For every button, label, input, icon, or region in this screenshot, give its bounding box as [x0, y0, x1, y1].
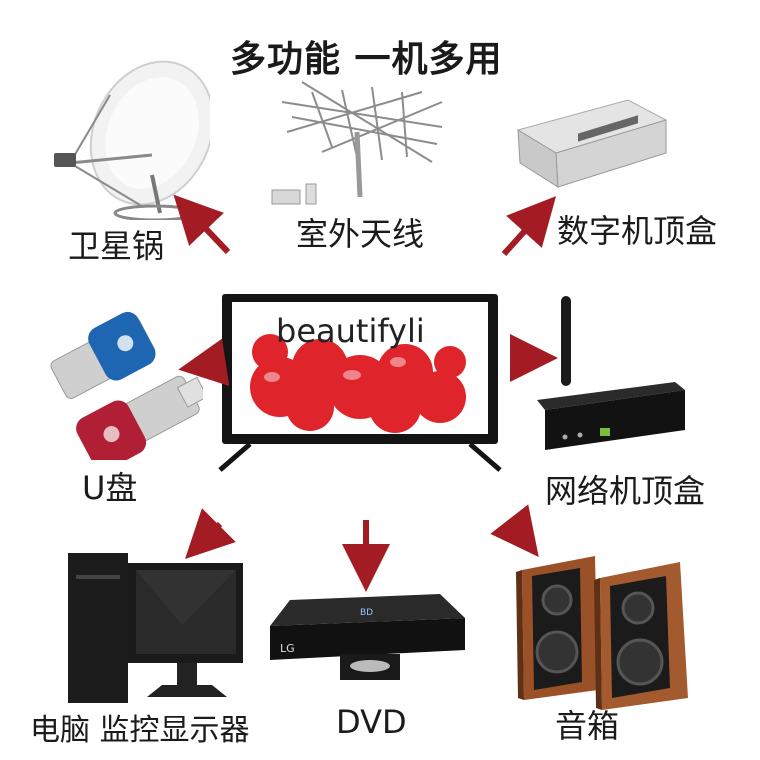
watermark-text: beautifyli — [276, 312, 425, 350]
network-settop-box-image — [537, 296, 685, 450]
heart-balloons — [250, 334, 466, 433]
label-network-box: 网络机顶盒 — [545, 472, 706, 510]
tv-image — [218, 294, 502, 472]
arrow-to-usb — [178, 338, 230, 387]
arrow-to-computer — [185, 508, 236, 559]
digital-settop-box-image — [516, 99, 668, 188]
label-dvd: DVD — [336, 703, 407, 741]
label-usb: U盘 — [82, 469, 138, 507]
arrow-to-satellite — [173, 194, 231, 255]
computer-image — [68, 553, 243, 703]
arrow-to-digital-box — [501, 196, 557, 257]
speakers-image — [516, 556, 688, 710]
arrow-to-speakers — [490, 504, 539, 557]
label-speakers: 音箱 — [555, 707, 620, 745]
outdoor-antenna-image — [271, 81, 443, 205]
label-satellite: 卫星锅 — [68, 227, 165, 265]
label-digital-box: 数字机顶盒 — [557, 212, 718, 250]
label-computer: 电脑 监控显示器 — [30, 713, 250, 748]
dvd-player-image: LG BD — [270, 594, 465, 680]
dvd-brand-label: LG — [280, 642, 295, 655]
label-antenna: 室外天线 — [296, 215, 425, 253]
page-title: 多功能 一机多用 — [230, 39, 503, 80]
usb-drive-image — [50, 311, 203, 460]
bluray-mark: BD — [360, 608, 373, 618]
